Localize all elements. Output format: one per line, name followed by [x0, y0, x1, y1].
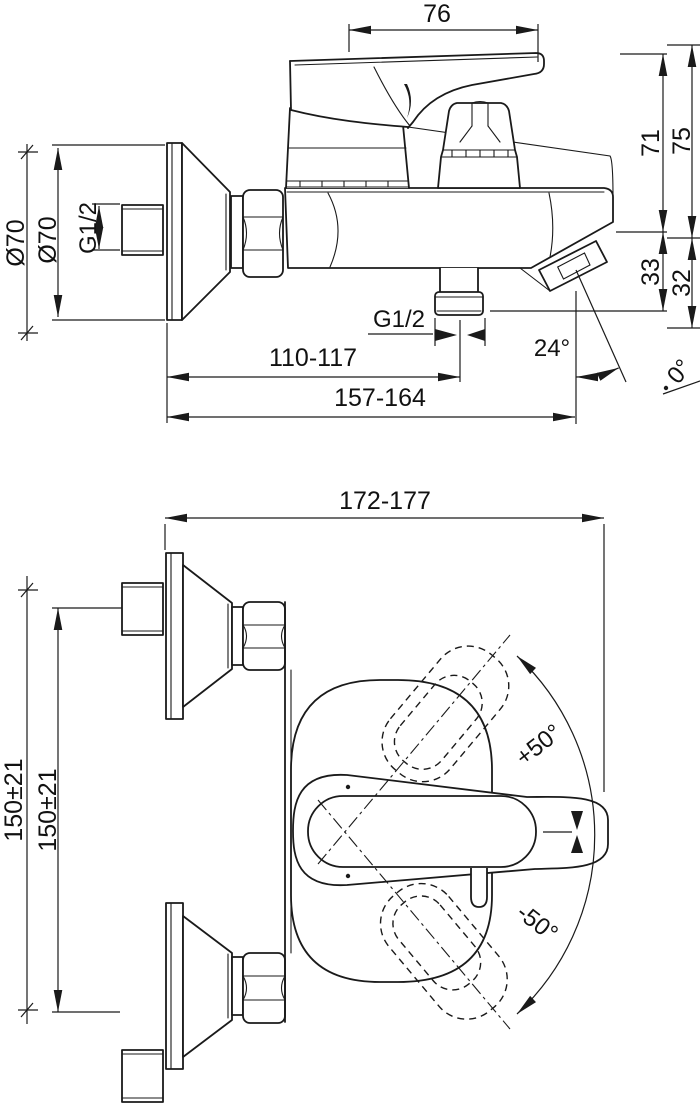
- handle-ghost-down: [379, 882, 508, 1020]
- front-handle: [292, 774, 609, 886]
- dim-label-32: 32: [668, 269, 696, 297]
- dimension-spout-angle: 24°: [534, 269, 627, 383]
- body-rear-edge: [407, 126, 614, 198]
- dimension-flange-diameters: Ø70 Ø70: [2, 144, 165, 341]
- dim-label-157-164: 157-164: [334, 384, 426, 412]
- dim-label-dia70-outer: Ø70: [2, 219, 30, 266]
- bath-outlet-stub: [434, 267, 484, 316]
- inlet-pipe: [121, 204, 164, 256]
- dim-label-g12-outlet: G1/2: [373, 306, 425, 333]
- bottom-inlet-pipe: [121, 1049, 164, 1103]
- dim-label-110-117: 110-117: [269, 344, 357, 372]
- handle-ghost-up: [381, 645, 510, 783]
- rotation-axes: [317, 634, 511, 1030]
- dim-label-33: 33: [637, 258, 665, 286]
- dim-label-150-outer: 150±21: [0, 758, 28, 841]
- dome-knurl-ticks: [299, 180, 389, 188]
- handle-pin-top: [345, 784, 351, 790]
- flange-collar: [230, 195, 244, 269]
- flange-plate: [166, 142, 183, 321]
- dimension-connection-centres: 150±21 150±21: [0, 576, 163, 1024]
- dim-label-dia70-inner: Ø70: [34, 216, 62, 263]
- edge-angle-note: 0°: [662, 354, 700, 395]
- dimension-heights-right: 71 75 33 32: [490, 44, 700, 329]
- dim-label-71: 71: [637, 129, 665, 157]
- spout-outlet-boss: [538, 240, 608, 292]
- front-bottom-connection: [121, 902, 286, 1103]
- dim-label-24deg: 24°: [534, 335, 570, 362]
- diverter-knob: [437, 100, 521, 189]
- diverter-pull-stub: [470, 868, 488, 908]
- dimension-inlet-thread: G1/2: [75, 202, 120, 254]
- dim-label-minus50: -50°: [511, 899, 563, 948]
- dim-label-plus50: +50°: [511, 719, 567, 771]
- lever-fill: [290, 53, 544, 128]
- body-contour-2: [548, 192, 554, 258]
- side-view-faucet-body: [121, 52, 614, 321]
- dimension-overall-width: 172-177: [164, 487, 605, 792]
- dim-label-75: 75: [668, 127, 696, 155]
- bottom-hex-nut: [242, 952, 286, 1024]
- side-view: 76 71 75 33 32: [2, 0, 700, 424]
- dim-label-172-177: 172-177: [339, 487, 431, 515]
- body-contour: [327, 192, 339, 268]
- top-flange-plate: [165, 552, 184, 720]
- handle-pin-bottom: [345, 873, 351, 879]
- dimension-outlet-thread: G1/2: [368, 306, 486, 382]
- bottom-flange-collar: [231, 956, 244, 1016]
- dimension-wall-to-spout: 157-164: [167, 291, 577, 424]
- knob-knurl-ticks: [451, 149, 509, 158]
- bottom-flange-plate: [165, 902, 184, 1070]
- lever-shadow: [404, 84, 411, 118]
- front-top-connection: [121, 552, 286, 720]
- dimension-wall-to-outlet: 110-117: [166, 323, 460, 423]
- dimension-handle-span: 76: [348, 0, 539, 62]
- grip-thickness-indicator: [543, 811, 583, 853]
- hex-nut: [242, 189, 284, 278]
- dim-label-150-inner: 150±21: [34, 768, 62, 851]
- lever-handle: [289, 52, 545, 129]
- top-inlet-pipe: [121, 582, 164, 636]
- wall-flange-assembly: [121, 142, 284, 321]
- top-flange-collar: [231, 606, 244, 666]
- mixer-body: [284, 187, 614, 269]
- dim-label-g12-inlet: G1/2: [75, 202, 102, 254]
- flange-cone: [181, 142, 231, 321]
- dim-label-76: 76: [423, 0, 451, 28]
- front-view: 172-177 150±21 150±21: [0, 487, 609, 1103]
- top-flange-cone: [182, 564, 233, 708]
- top-hex-nut: [242, 601, 286, 671]
- bottom-flange-cone: [182, 915, 233, 1058]
